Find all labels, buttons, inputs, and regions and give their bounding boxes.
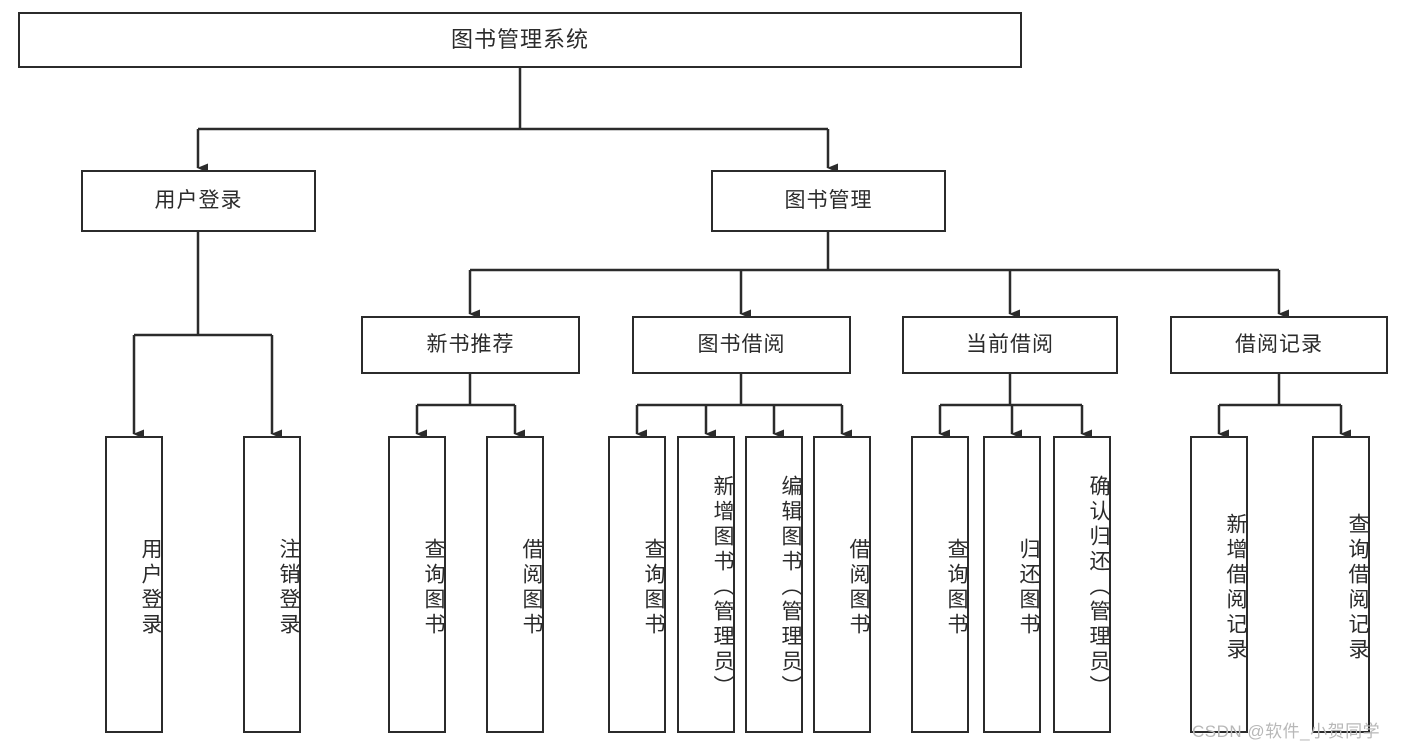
node-leaf-user-login-label: 用户登录 bbox=[139, 537, 162, 638]
node-leaf-borrow-book-2[interactable]: 借阅图书 bbox=[813, 436, 871, 733]
node-borrow-record-label: 借阅记录 bbox=[1235, 333, 1323, 357]
node-new-book-rec-label: 新书推荐 bbox=[426, 333, 515, 357]
node-leaf-confirm-return-label: 确认归还（管理员） bbox=[1087, 475, 1110, 700]
node-leaf-add-book-label: 新增图书（管理员） bbox=[711, 475, 734, 700]
node-leaf-borrow-book-2-label: 借阅图书 bbox=[847, 537, 870, 638]
node-leaf-edit-book-label: 编辑图书（管理员） bbox=[779, 475, 802, 700]
node-leaf-add-book[interactable]: 新增图书（管理员） bbox=[677, 436, 735, 733]
node-leaf-add-record-label: 新增借阅记录 bbox=[1224, 512, 1247, 663]
node-leaf-query-record-label: 查询借阅记录 bbox=[1346, 512, 1369, 663]
node-book-manage[interactable]: 图书管理 bbox=[711, 170, 946, 232]
node-current-borrow[interactable]: 当前借阅 bbox=[902, 316, 1118, 374]
node-book-borrow-label: 图书借阅 bbox=[697, 333, 786, 357]
node-user-login-label: 用户登录 bbox=[154, 189, 243, 213]
node-leaf-return-book-label: 归还图书 bbox=[1017, 537, 1040, 638]
watermark: CSDN @软件_小贺同学 bbox=[1192, 722, 1381, 741]
node-leaf-edit-book[interactable]: 编辑图书（管理员） bbox=[745, 436, 803, 733]
node-leaf-query-book-2[interactable]: 查询图书 bbox=[608, 436, 666, 733]
node-leaf-query-record[interactable]: 查询借阅记录 bbox=[1312, 436, 1370, 733]
node-leaf-query-book-3[interactable]: 查询图书 bbox=[911, 436, 969, 733]
node-current-borrow-label: 当前借阅 bbox=[966, 333, 1054, 357]
node-user-login[interactable]: 用户登录 bbox=[81, 170, 316, 232]
node-new-book-rec[interactable]: 新书推荐 bbox=[361, 316, 580, 374]
node-leaf-query-book-1[interactable]: 查询图书 bbox=[388, 436, 446, 733]
node-leaf-logout-label: 注销登录 bbox=[277, 537, 300, 638]
node-leaf-query-book-1-label: 查询图书 bbox=[422, 537, 445, 638]
node-leaf-borrow-book-1-label: 借阅图书 bbox=[520, 537, 543, 638]
node-leaf-confirm-return[interactable]: 确认归还（管理员） bbox=[1053, 436, 1111, 733]
node-leaf-borrow-book-1[interactable]: 借阅图书 bbox=[486, 436, 544, 733]
node-leaf-query-book-3-label: 查询图书 bbox=[945, 537, 968, 638]
node-book-manage-label: 图书管理 bbox=[784, 189, 873, 213]
node-borrow-record[interactable]: 借阅记录 bbox=[1170, 316, 1388, 374]
node-leaf-return-book[interactable]: 归还图书 bbox=[983, 436, 1041, 733]
node-leaf-query-book-2-label: 查询图书 bbox=[642, 537, 665, 638]
tree-connectors bbox=[132, 68, 1351, 439]
node-leaf-user-login[interactable]: 用户登录 bbox=[105, 436, 163, 733]
node-root-label: 图书管理系统 bbox=[450, 26, 589, 52]
node-root[interactable]: 图书管理系统 bbox=[18, 12, 1022, 68]
node-leaf-add-record[interactable]: 新增借阅记录 bbox=[1190, 436, 1248, 733]
node-leaf-logout[interactable]: 注销登录 bbox=[243, 436, 301, 733]
node-book-borrow[interactable]: 图书借阅 bbox=[632, 316, 851, 374]
